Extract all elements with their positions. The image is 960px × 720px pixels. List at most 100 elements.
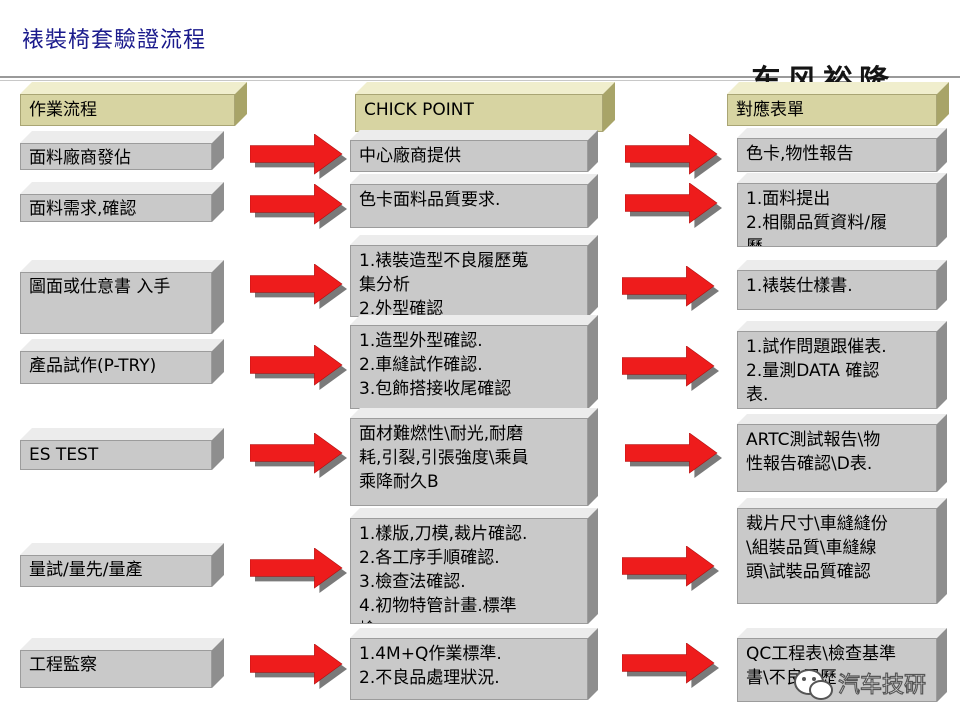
form-5-label: ARTC測試報告\物性報告確認\D表. bbox=[737, 424, 937, 492]
checkpoint-5-side-face bbox=[588, 408, 598, 506]
form-1-top-face bbox=[737, 128, 947, 138]
process-step-3-top-face bbox=[20, 260, 224, 272]
process-step-1-top-face bbox=[20, 131, 224, 143]
header-process: 作業流程 bbox=[20, 82, 247, 126]
header-checkpoint-top-face bbox=[355, 82, 615, 94]
checkpoint-5-top-face bbox=[350, 408, 598, 418]
process-step-2-top-face bbox=[20, 182, 224, 194]
checkpoint-5-line: 乘降耐久B bbox=[359, 472, 439, 492]
checkpoint-6-line: 2.各工序手順確認. bbox=[359, 548, 500, 568]
process-step-2-label: 面料需求,確認 bbox=[20, 194, 212, 222]
process-step-5-label: ES TEST bbox=[20, 440, 212, 470]
flow-arrow-icon bbox=[625, 183, 722, 228]
process-step-5-top-face bbox=[20, 428, 224, 440]
checkpoint-5: 面材難燃性\耐光,耐磨耗,引裂,引張強度\乘員乘降耐久B bbox=[350, 408, 598, 506]
process-step-3-label: 圖面或仕意書 入手 bbox=[20, 272, 212, 334]
form-5-line: 性報告確認\D表. bbox=[746, 454, 873, 474]
flow-arrow-icon bbox=[625, 134, 722, 179]
process-step-2-line: 面料需求,確認 bbox=[29, 199, 137, 219]
process-step-3-side-face bbox=[212, 260, 224, 334]
form-3-label: 1.裱裝仕樣書. bbox=[737, 270, 937, 310]
form-3-line: 1.裱裝仕樣書. bbox=[746, 276, 853, 296]
header-forms: 對應表單 bbox=[727, 82, 949, 126]
header-forms-top-face bbox=[727, 82, 949, 94]
process-step-6-label: 量試/量先/量產 bbox=[20, 555, 212, 587]
checkpoint-2-side-face bbox=[588, 174, 598, 228]
form-2-top-face bbox=[737, 173, 947, 183]
process-step-5-side-face bbox=[212, 428, 224, 470]
form-6-label: 裁片尺寸\車縫縫份\組裝品質\車縫線頭\試裝品質確認 bbox=[737, 508, 937, 604]
checkpoint-2-line: 色卡面料品質要求. bbox=[359, 190, 501, 210]
form-4-line: 1.試作問題跟催表. bbox=[746, 337, 887, 357]
checkpoint-1-side-face bbox=[588, 130, 598, 172]
process-step-4-side-face bbox=[212, 339, 224, 384]
checkpoint-2-label: 色卡面料品質要求. bbox=[350, 184, 588, 228]
checkpoint-4-line: 1.造型外型確認. bbox=[359, 331, 483, 351]
header-forms-side-face bbox=[937, 82, 949, 126]
checkpoint-7-label: 1.4M+Q作業標準.2.不良品處理狀況. bbox=[350, 638, 588, 700]
checkpoint-6-label: 1.樣版,刀模,裁片確認.2.各工序手順確認.3.檢查法確認.4.初物特管計畫.… bbox=[350, 518, 588, 624]
form-7-top-face bbox=[737, 628, 947, 638]
checkpoint-6-line: 檢 bbox=[359, 618, 579, 623]
form-5-side-face bbox=[937, 414, 947, 492]
watermark-text: 汽车技研 bbox=[838, 673, 926, 698]
flow-arrow-icon bbox=[625, 433, 722, 478]
form-1-line: 色卡,物性報告 bbox=[746, 144, 854, 164]
process-step-7-top-face bbox=[20, 638, 224, 650]
checkpoint-3-top-face bbox=[350, 235, 598, 245]
checkpoint-4-side-face bbox=[588, 315, 598, 409]
flow-arrow-icon bbox=[250, 184, 347, 229]
process-step-7-label: 工程監察 bbox=[20, 650, 212, 688]
checkpoint-6-line: 4.初物特管計畫.標準 bbox=[359, 596, 517, 616]
checkpoint-7: 1.4M+Q作業標準.2.不良品處理狀況. bbox=[350, 628, 598, 700]
form-4-top-face bbox=[737, 321, 947, 331]
process-step-4-label: 產品試作(P-TRY) bbox=[20, 351, 212, 384]
flow-arrow-icon bbox=[622, 266, 719, 311]
checkpoint-4-top-face bbox=[350, 315, 598, 325]
process-step-7-line: 工程監察 bbox=[29, 655, 97, 675]
header-process-top-face bbox=[20, 82, 247, 94]
process-step-2: 面料需求,確認 bbox=[20, 182, 224, 222]
form-1-label: 色卡,物性報告 bbox=[737, 138, 937, 172]
process-step-7-side-face bbox=[212, 638, 224, 688]
checkpoint-7-line: 2.不良品處理狀況. bbox=[359, 668, 500, 688]
checkpoint-4: 1.造型外型確認.2.車縫試作確認.3.包飾搭接收尾確認 bbox=[350, 315, 598, 409]
flow-arrow-icon bbox=[250, 433, 347, 478]
checkpoint-6-side-face bbox=[588, 508, 598, 624]
process-step-1-side-face bbox=[212, 131, 224, 170]
process-step-7: 工程監察 bbox=[20, 638, 224, 688]
form-3: 1.裱裝仕樣書. bbox=[737, 260, 947, 310]
header-forms-line: 對應表單 bbox=[736, 100, 804, 120]
form-2-side-face bbox=[937, 173, 947, 247]
form-6-line: 裁片尺寸\車縫縫份 bbox=[746, 514, 888, 534]
process-step-3: 圖面或仕意書 入手 bbox=[20, 260, 224, 334]
title-divider bbox=[0, 76, 960, 78]
header-process-label: 作業流程 bbox=[20, 94, 235, 126]
form-5: ARTC測試報告\物性報告確認\D表. bbox=[737, 414, 947, 492]
flow-arrow-icon bbox=[622, 346, 719, 391]
form-1-side-face bbox=[937, 128, 947, 172]
form-4-side-face bbox=[937, 321, 947, 409]
process-step-1: 面料廠商發佔 bbox=[20, 131, 224, 170]
form-2-line: 2.相關品質資料/履 bbox=[746, 213, 887, 233]
wechat-icon bbox=[794, 669, 833, 700]
checkpoint-5-line: 面材難燃性\耐光,耐磨 bbox=[359, 424, 524, 444]
checkpoint-4-label: 1.造型外型確認.2.車縫試作確認.3.包飾搭接收尾確認 bbox=[350, 325, 588, 409]
flow-arrow-icon bbox=[250, 134, 347, 179]
form-2-line: 歷 bbox=[746, 237, 763, 247]
checkpoint-5-label: 面材難燃性\耐光,耐磨耗,引裂,引張強度\乘員乘降耐久B bbox=[350, 418, 588, 506]
process-step-2-side-face bbox=[212, 182, 224, 222]
header-process-side-face bbox=[235, 82, 247, 126]
process-step-4: 產品試作(P-TRY) bbox=[20, 339, 224, 384]
checkpoint-5-line: 耗,引裂,引張強度\乘員 bbox=[359, 448, 529, 468]
form-1: 色卡,物性報告 bbox=[737, 128, 947, 172]
checkpoint-4-line: 3.包飾搭接收尾確認 bbox=[359, 379, 512, 399]
checkpoint-3-line: 集分析 bbox=[359, 275, 410, 295]
form-7-line: QC工程表\檢查基準 bbox=[746, 644, 896, 664]
title-divider-thin bbox=[0, 80, 760, 81]
checkpoint-1-line: 中心廠商提供 bbox=[359, 146, 461, 166]
checkpoint-3-side-face bbox=[588, 235, 598, 317]
